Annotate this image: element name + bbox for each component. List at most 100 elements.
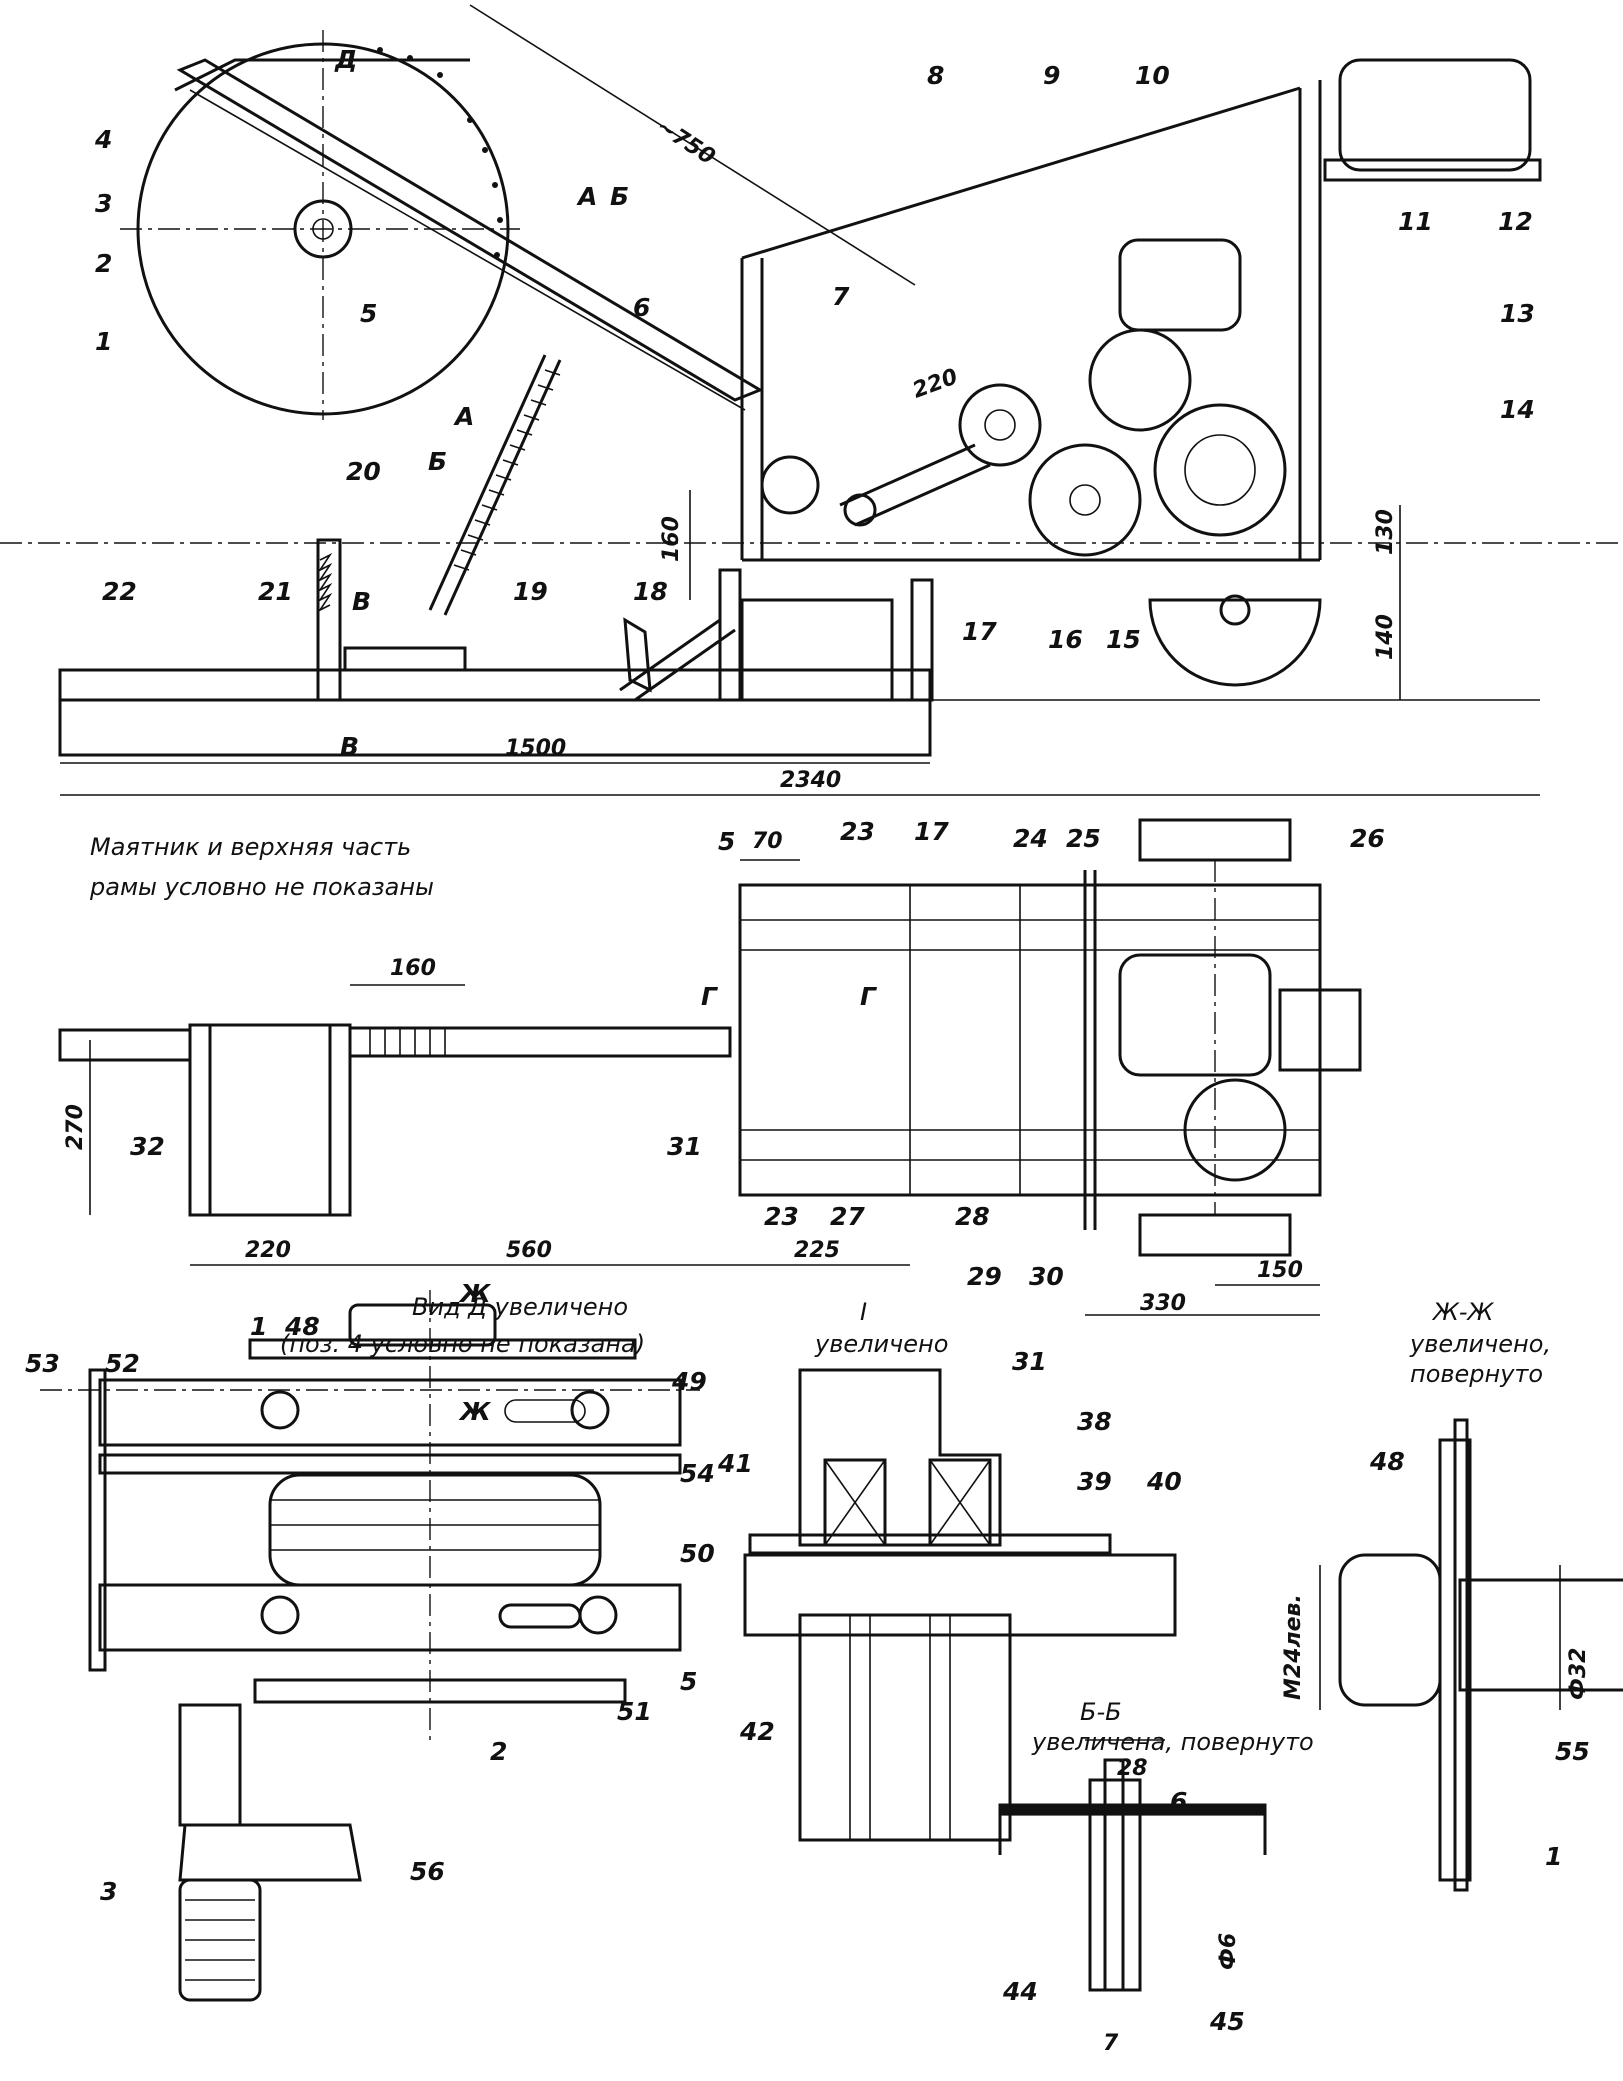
part-label-48-view-d: 48 — [284, 1312, 320, 1341]
section-zhzh-subtitle-1: увеличено, — [1409, 1330, 1551, 1358]
part-label-45: 45 — [1209, 2007, 1245, 2036]
side-view — [0, 4, 1623, 796]
dim-label-220b: 220 — [245, 1238, 291, 1263]
dim-label-330: 330 — [1140, 1291, 1186, 1316]
part-label-54: 54 — [680, 1459, 715, 1488]
part-label-18: 18 — [633, 577, 668, 606]
part-label-16: 16 — [1048, 625, 1083, 654]
part-label-6: 6 — [633, 293, 650, 322]
plan-frame — [738, 883, 1322, 1197]
mark-g-2: Г — [860, 982, 878, 1011]
part-label-56: 56 — [410, 1857, 445, 1886]
bracket-56 — [178, 1823, 362, 1882]
part-label-23-bottom: 23 — [764, 1202, 799, 1231]
section-bb-subtitle: увеличена, повернуто — [1031, 1728, 1314, 1756]
part-label-14: 14 — [1500, 395, 1535, 424]
part-label-9: 9 — [1043, 61, 1060, 90]
part-label-11: 11 — [1398, 207, 1433, 236]
dim-label-6: Ф6 — [1216, 1933, 1241, 1970]
part-label-31-plan: 31 — [667, 1132, 702, 1161]
dim-label-220a: 220 — [910, 364, 962, 403]
dim-label-270: 270 — [63, 1104, 88, 1150]
part-label-2: 2 — [95, 249, 112, 278]
pulley-7 — [760, 455, 820, 515]
part-label-17: 17 — [962, 617, 997, 646]
note-pendulum-1: Маятник и верхняя часть — [90, 833, 411, 861]
blade-edge — [248, 1338, 637, 1360]
wheel — [1148, 598, 1322, 687]
detail-i — [743, 1368, 1177, 1842]
part-label-22: 22 — [102, 577, 137, 606]
part-label-41: 41 — [717, 1449, 753, 1478]
dim-label-150: 150 — [1257, 1258, 1303, 1283]
part-label-4: 4 — [94, 125, 112, 154]
part-label-7: 7 — [832, 282, 850, 311]
spring-20 — [428, 354, 562, 616]
frame-32 — [188, 1023, 352, 1217]
part-label-44: 44 — [1002, 1977, 1038, 2006]
dim-label-160a: 160 — [659, 516, 684, 562]
part-label-38: 38 — [1077, 1407, 1112, 1436]
handle-3 — [178, 1878, 262, 2002]
engine-flywheel — [1153, 403, 1287, 537]
part-label-30: 30 — [1029, 1262, 1064, 1291]
part-label-24: 24 — [1013, 824, 1048, 853]
mark-v-2: В — [340, 732, 359, 761]
section-zhzh-title: Ж-Ж — [1431, 1298, 1495, 1326]
dim-line-750 — [469, 4, 916, 286]
dim-label-2340: 2340 — [780, 768, 841, 793]
part-label-25: 25 — [1066, 824, 1101, 853]
part-label-6-bb: 6 — [1170, 1787, 1187, 1816]
engine-crankcase — [1088, 328, 1192, 432]
dim-label-750: ~750 — [652, 114, 720, 170]
detail-i-title: I — [860, 1298, 867, 1326]
dim-label-160b: 160 — [390, 956, 436, 981]
view-d — [40, 1290, 700, 2002]
shaft-55 — [1458, 1578, 1623, 1692]
part-label-3: 3 — [95, 189, 112, 218]
plate-19 — [343, 646, 467, 672]
part-label-29: 29 — [967, 1262, 1002, 1291]
part-label-26: 26 — [1350, 824, 1385, 853]
view-d-subtitle: (поз. 4 условно не показана) — [280, 1330, 645, 1358]
mark-zh-2: Ж — [458, 1279, 492, 1308]
mark-d: Д — [334, 45, 357, 74]
part-label-5-view-d: 5 — [680, 1667, 697, 1696]
part-label-21: 21 — [258, 577, 293, 606]
dim-label-28: 28 — [1117, 1756, 1148, 1781]
part-label-10: 10 — [1135, 61, 1170, 90]
part-label-53: 53 — [25, 1349, 60, 1378]
part-label-32: 32 — [130, 1132, 165, 1161]
part-label-8: 8 — [927, 61, 944, 90]
dim-label-70: 70 — [752, 829, 783, 854]
section-zhzh-subtitle-2: повернуто — [1410, 1360, 1543, 1388]
note-pendulum-2: рамы условно не показаны — [89, 873, 434, 901]
mark-g-1: Г — [701, 982, 719, 1011]
part-label-15: 15 — [1106, 625, 1141, 654]
pulley-15 — [1028, 443, 1142, 557]
part-label-2-view-d: 2 — [490, 1737, 507, 1766]
blade-guard — [174, 58, 470, 92]
part-label-23-top: 23 — [840, 817, 875, 846]
dim-label-7: 7 — [1103, 2031, 1119, 2056]
part-label-5-plan: 5 — [718, 827, 735, 856]
part-label-50: 50 — [680, 1539, 715, 1568]
part-label-13: 13 — [1500, 299, 1535, 328]
fuel-tank — [1338, 58, 1532, 172]
bracket-53 — [88, 1368, 107, 1672]
part-label-12: 12 — [1498, 207, 1533, 236]
part-label-1: 1 — [95, 327, 112, 356]
mark-a: А — [576, 182, 597, 211]
part-label-20: 20 — [346, 457, 381, 486]
saw-hub — [293, 199, 353, 259]
part-label-55: 55 — [1555, 1737, 1590, 1766]
plan-view — [58, 818, 1362, 1316]
mark-a-2: А — [453, 402, 474, 431]
detail-i-subtitle: увеличено — [814, 1330, 948, 1358]
part-label-3-view-d: 3 — [100, 1877, 117, 1906]
part-label-1-zh: 1 — [1545, 1842, 1562, 1871]
part-label-5: 5 — [360, 299, 377, 328]
part-label-49: 49 — [671, 1367, 707, 1396]
